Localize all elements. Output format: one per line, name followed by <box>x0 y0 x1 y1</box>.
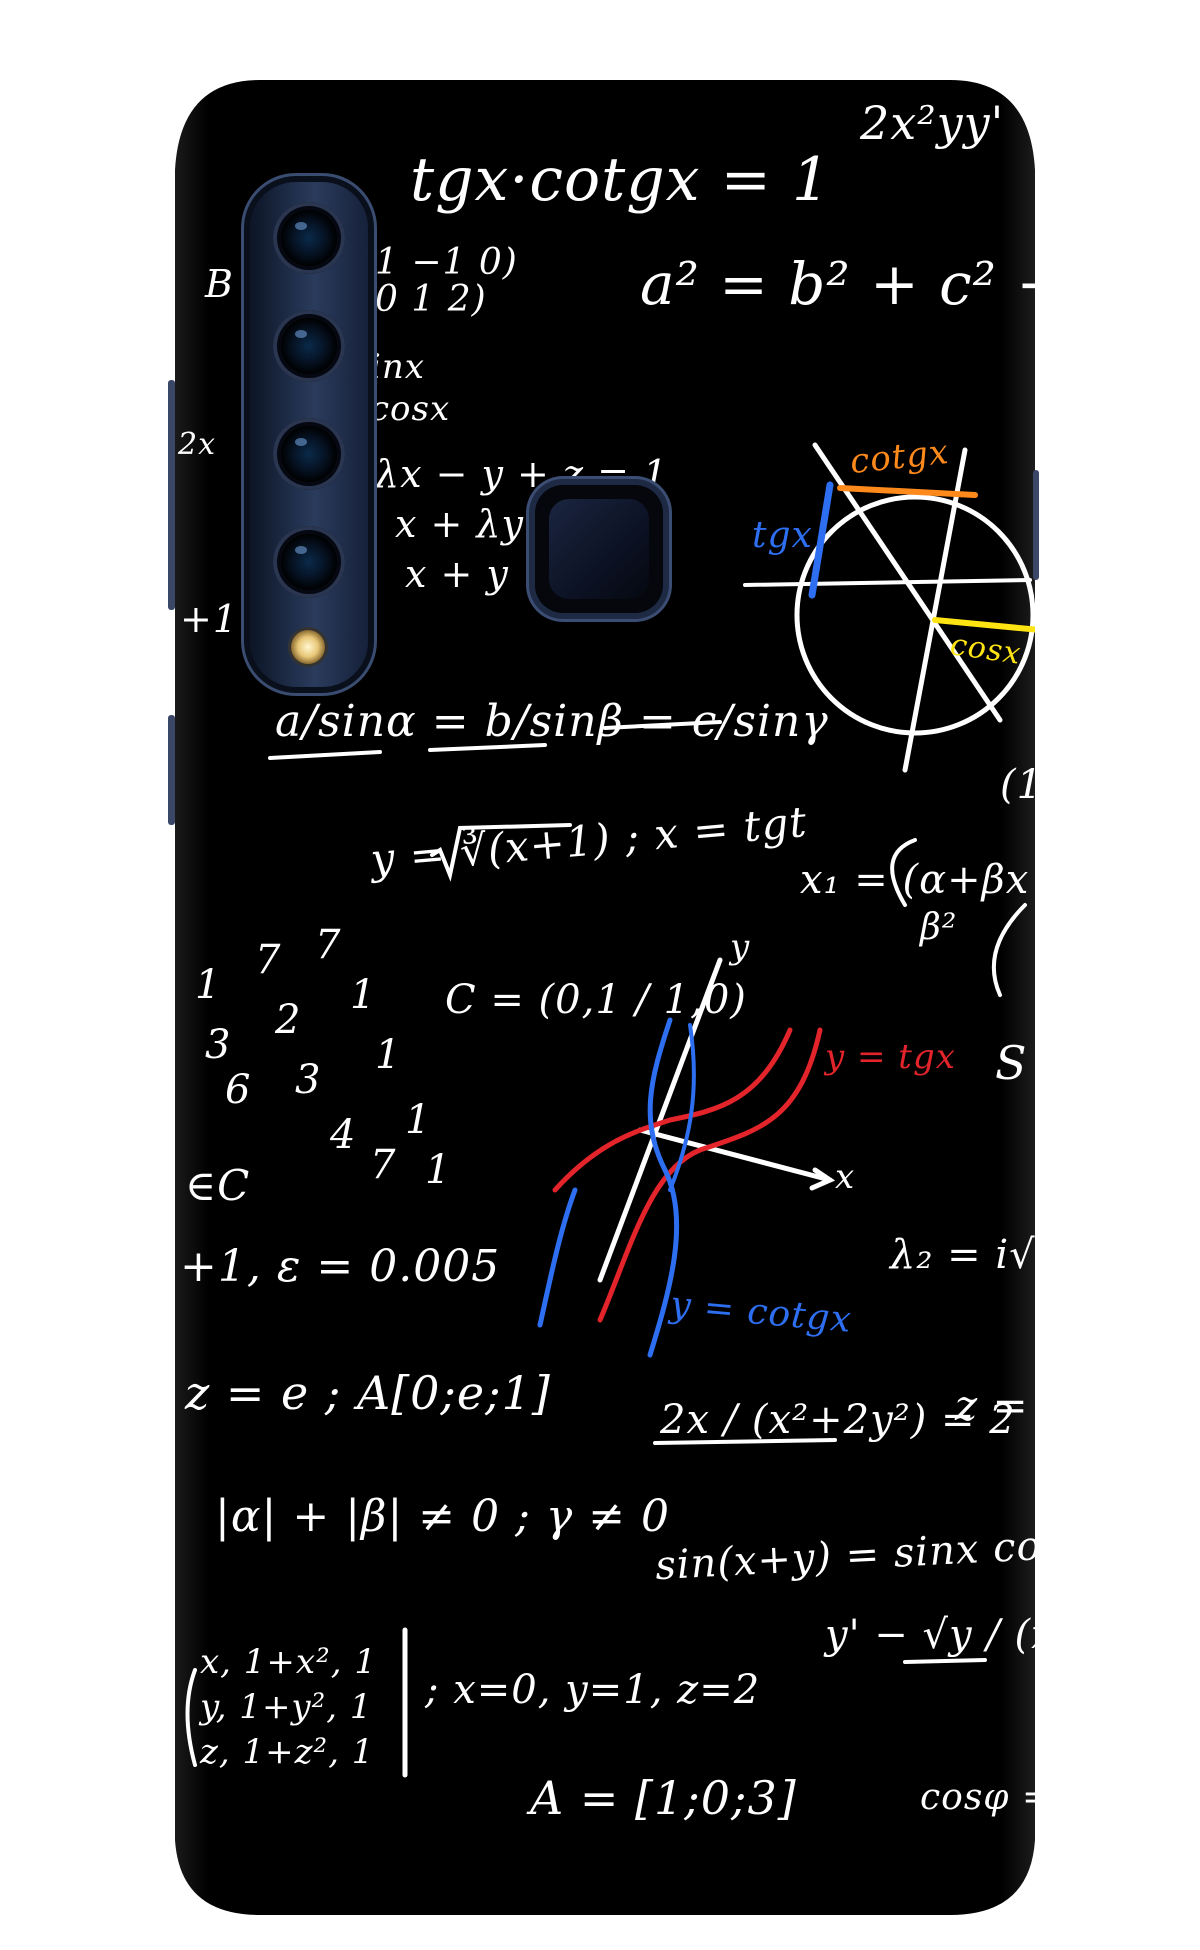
eq-z: z = <box>955 1381 1029 1430</box>
num: 1 <box>195 962 222 1008</box>
eq-x1: x₁ = (α+βx <box>800 857 1030 903</box>
num: 4 <box>330 1112 357 1158</box>
num: 7 <box>370 1142 397 1188</box>
eq-2x2yy: 2x²yy' <box>860 96 1005 150</box>
eq-alpha-beta: |α| + |β| ≠ 0 ; γ ≠ 0 <box>215 1491 671 1542</box>
camera-lens-icon <box>273 526 345 598</box>
label-tgx: tgx <box>752 515 813 556</box>
eq-epsilon: +1, ε = 0.005 <box>180 1241 501 1292</box>
num: 3 <box>295 1057 322 1103</box>
label-y-tgx: y = tgx <box>825 1037 956 1077</box>
eq-matrix-row1: 1 −1 0) <box>375 242 518 283</box>
camera-module <box>250 182 368 687</box>
eq-lambda2: λ₂ = i√ <box>890 1232 1036 1278</box>
unit-circle-diagram <box>743 442 1035 773</box>
eq-det-row3: z, 1+z², 1 <box>200 1732 375 1772</box>
label-cotgx: cotgx <box>848 431 951 483</box>
eq-in-c: ∈C <box>185 1161 251 1210</box>
num: 7 <box>315 922 342 968</box>
fingerprint-cutout <box>535 485 663 613</box>
eq-vector-a: A = [1;0;3] <box>530 1771 797 1825</box>
camera-lens-icon <box>273 310 345 382</box>
eq-xyz-values: ; x=0, y=1, z=2 <box>425 1667 761 1713</box>
eq-matrix-row2: 0 1 2) <box>375 279 487 320</box>
power-button <box>1033 470 1039 580</box>
function-graph <box>537 957 836 1358</box>
eq-y-prime: y' − √y / (x+2) = <box>825 1612 1181 1658</box>
eq-cosx: cosx <box>370 389 451 429</box>
eq-paren-1: (1 <box>1000 762 1044 808</box>
eq-2x-left: 2x <box>178 427 217 462</box>
eq-beta2: β² <box>920 907 958 948</box>
eq-cosine-law: a² = b² + c² − 2b <box>640 250 1162 318</box>
eq-sine-law: a/sinα = b/sinβ = c/sinγ <box>275 696 829 747</box>
num: 1 <box>425 1147 452 1193</box>
bixby-button <box>168 715 175 825</box>
label-axis-x: x <box>835 1157 856 1197</box>
eq-cosphi: cosφ = <box>920 1777 1054 1818</box>
eq-z-e: z = e ; A[0;e;1] <box>185 1366 551 1420</box>
num: 7 <box>255 937 282 983</box>
eq-det-row2: y, 1+y², 1 <box>200 1687 373 1727</box>
flash-icon <box>288 627 328 667</box>
eq-det-row1: x, 1+x², 1 <box>200 1642 377 1682</box>
num: 1 <box>350 972 377 1018</box>
eq-b: B <box>205 262 234 306</box>
camera-lens-icon <box>273 418 345 490</box>
num: 2 <box>275 997 302 1043</box>
camera-lens-icon <box>273 202 345 274</box>
eq-s: S <box>995 1036 1028 1090</box>
volume-button <box>168 380 175 610</box>
eq-inx: inx <box>370 347 425 387</box>
eq-plus1-left: +1 <box>180 597 239 641</box>
num: 6 <box>225 1067 252 1113</box>
num: 1 <box>405 1097 432 1143</box>
num: 1 <box>375 1032 402 1078</box>
eq-tgx-cotgx: tgx·cotgx = 1 <box>410 145 832 215</box>
eq-matrix-c: C = (0,1 / 1,0) <box>445 977 747 1023</box>
fingerprint-sensor-icon <box>549 499 649 599</box>
num: 3 <box>205 1022 232 1068</box>
eq-fraction-2x: 2x / (x²+2y²) = 2 <box>660 1397 1016 1443</box>
label-axis-y: y <box>730 927 751 967</box>
